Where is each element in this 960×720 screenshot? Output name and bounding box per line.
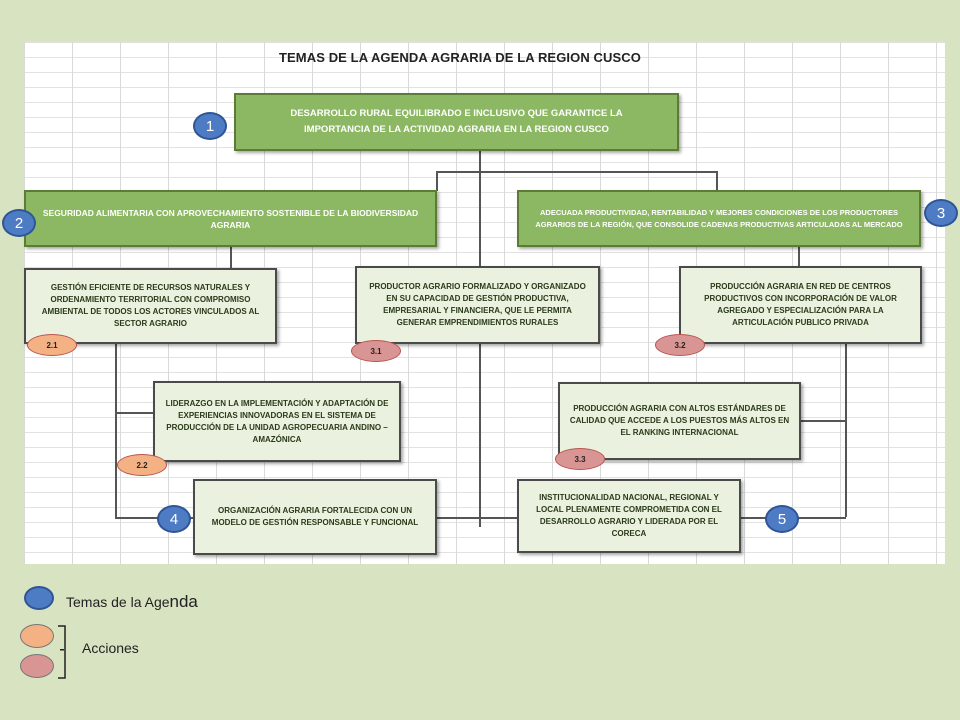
theme-marker-2: 2 <box>2 209 36 237</box>
legend-actions-label: Acciones <box>82 640 139 656</box>
legend-themes-label-part-b: nda <box>169 592 198 611</box>
connector-line <box>798 247 800 269</box>
legend-action-pink-marker <box>20 654 54 678</box>
legend-themes-label-part-a: Temas de la Age <box>66 594 170 610</box>
theme-marker-4: 4 <box>157 505 191 533</box>
action-3-2-box: PRODUCCIÓN AGRARIA EN RED DE CENTROS PRO… <box>679 266 922 344</box>
legend-action-orange-marker <box>20 624 54 648</box>
connector-line <box>115 343 117 517</box>
theme-5-box: INSTITUCIONALIDAD NACIONAL, REGIONAL Y L… <box>517 479 741 553</box>
main-theme-box: DESARROLLO RURAL EQUILIBRADO E INCLUSIVO… <box>234 93 679 151</box>
action-marker-3-2: 3.2 <box>655 334 705 356</box>
action-3-1-box: PRODUCTOR AGRARIO FORMALIZADO Y ORGANIZA… <box>355 266 600 344</box>
connector-line <box>845 343 847 517</box>
action-marker-3-3: 3.3 <box>555 448 605 470</box>
connector-line <box>436 171 717 173</box>
diagram-title: TEMAS DE LA AGENDA AGRARIA DE LA REGION … <box>278 50 641 65</box>
connector-line <box>436 517 518 519</box>
legend-dash <box>60 649 64 651</box>
action-2-2-box: LIDERAZGO EN LA IMPLEMENTACIÓN Y ADAPTAC… <box>153 381 401 462</box>
connector-line <box>436 171 438 191</box>
action-marker-2-2: 2.2 <box>117 454 167 476</box>
action-marker-2-1: 2.1 <box>27 334 77 356</box>
theme-marker-3: 3 <box>924 199 958 227</box>
legend-theme-marker <box>24 586 54 610</box>
action-3-3-box: PRODUCCIÓN AGRARIA CON ALTOS ESTÁNDARES … <box>558 382 801 460</box>
theme-4-box: ORGANIZACIÓN AGRARIA FORTALECIDA CON UN … <box>193 479 437 555</box>
theme-2-box: SEGURIDAD ALIMENTARIA CON APROVECHAMIENT… <box>24 190 437 247</box>
theme-marker-5: 5 <box>765 505 799 533</box>
legend-themes-label: Temas de la Agenda <box>66 592 198 612</box>
connector-line <box>716 171 718 191</box>
theme-3-box: ADECUADA PRODUCTIVIDAD, RENTABILIDAD Y M… <box>517 190 921 247</box>
theme-marker-1: 1 <box>193 112 227 140</box>
legend-bracket <box>58 625 66 679</box>
connector-line <box>115 412 155 414</box>
action-marker-3-1: 3.1 <box>351 340 401 362</box>
connector-line <box>230 247 232 269</box>
action-2-1-box: GESTIÓN EFICIENTE DE RECURSOS NATURALES … <box>24 268 277 344</box>
connector-line <box>115 517 195 519</box>
connector-line <box>800 420 846 422</box>
